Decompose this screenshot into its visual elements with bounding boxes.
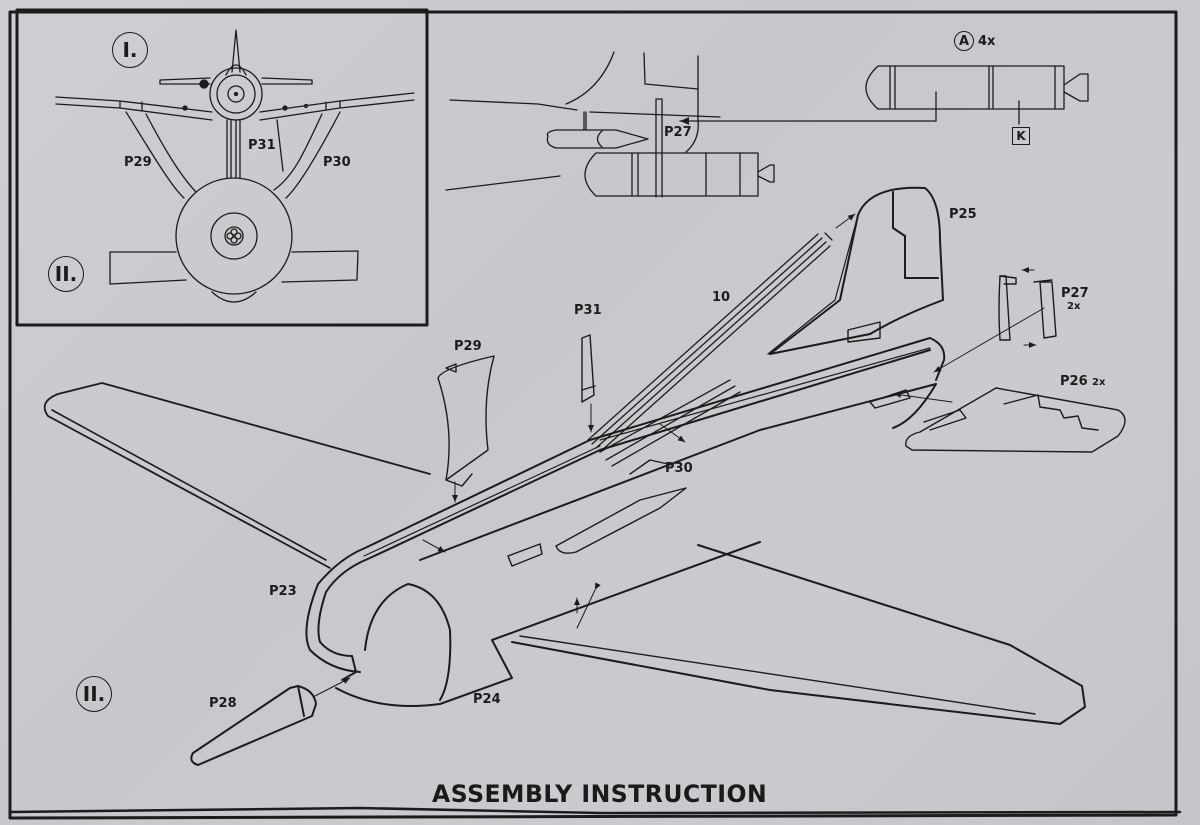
part-p30 [507,459,687,567]
inset-frame [15,8,429,327]
qty-p27: 2x [1067,301,1081,312]
label-p24: P24 [473,692,501,707]
part-p28-spinner [190,677,351,766]
part-p29-strut [437,355,495,503]
page-title: ASSEMBLY INSTRUCTION [432,780,768,808]
label-p31-inset: P31 [248,138,276,153]
front-view-aircraft [55,29,415,303]
page-border [8,10,1178,820]
step-mark-1: I. [112,32,148,68]
part-p26-stabilizer [869,387,1126,453]
label-part-10: 10 [712,290,731,305]
label-p26: P26 [1060,374,1088,389]
label-p27: P27 [1061,286,1089,301]
canopy-frame-part-10 [587,213,856,467]
main-fuselage [43,186,1086,725]
label-p29-inset: P29 [124,155,152,170]
rocket-callout-a: A [954,31,974,51]
marking-k: K [1012,127,1030,145]
title-underline [8,806,1182,815]
label-p29: P29 [454,339,482,354]
step-mark-2-inset: II. [48,256,84,292]
label-p28: P28 [209,696,237,711]
label-p30-inset: P30 [323,155,351,170]
rocket-detail-drawing [445,51,1089,198]
qty-p26: 2x [1092,377,1106,388]
rocket-quantity: 4x [978,34,996,49]
step-mark-2: II. [76,676,112,712]
label-p25: P25 [949,207,977,222]
label-p27-detail: P27 [664,125,692,140]
label-p23: P23 [269,584,297,599]
label-p30: P30 [665,461,693,476]
label-p31: P31 [574,303,602,318]
part-p31-strut [581,334,596,433]
part-p27-pylons [933,267,1057,373]
